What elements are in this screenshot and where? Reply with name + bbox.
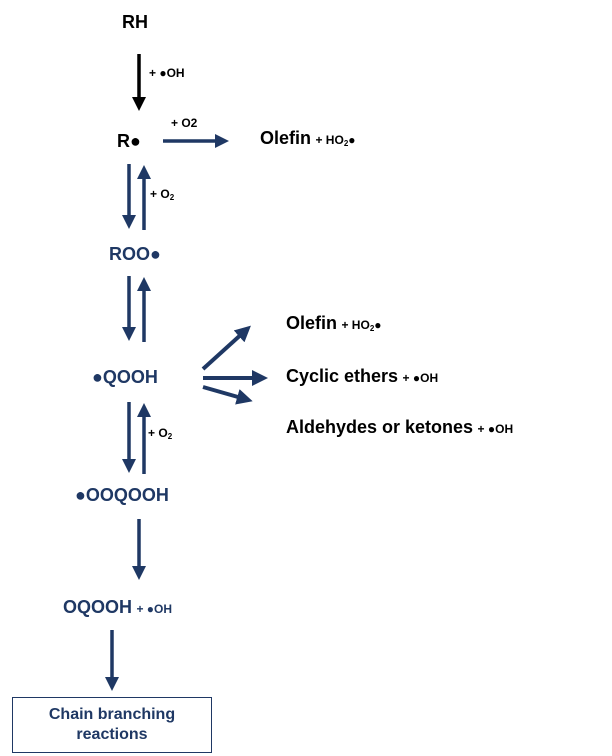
ho2-subscript: 2 bbox=[343, 139, 349, 148]
reagent-plus-o2-1: + O2 bbox=[150, 188, 174, 202]
ho2-dot: ● bbox=[374, 318, 382, 332]
species-r: R● bbox=[117, 131, 141, 151]
species-ooqooh: ●OOQOOH bbox=[75, 485, 169, 505]
chain-branching-box: Chain branching reactions bbox=[12, 697, 212, 753]
species-qooh: ●QOOH bbox=[92, 367, 158, 387]
product-olefin-right: Olefin + HO2● bbox=[286, 314, 382, 333]
plus-sign: + bbox=[150, 187, 158, 201]
chain-branching-line1: Chain branching bbox=[48, 706, 176, 723]
o2-subscript: 2 bbox=[169, 193, 175, 202]
reagent-plus-oh-1: + ●OH bbox=[149, 66, 185, 80]
product-cyclic-ethers: Cyclic ethers + ●OH bbox=[286, 367, 438, 386]
reagent-plus-o2-top: + O2 bbox=[171, 116, 198, 130]
oh-plus: + ●OH bbox=[136, 602, 173, 616]
reagent-plus-o2-2: + O2 bbox=[148, 427, 172, 441]
species-rh: RH bbox=[122, 12, 148, 32]
species-oqooh: OQOOH bbox=[63, 597, 133, 617]
ho2-plus: + HO bbox=[315, 133, 344, 147]
aldehydes-ketones-label: Aldehydes or ketones bbox=[286, 417, 474, 437]
chain-branching-line2: reactions bbox=[76, 726, 148, 743]
product-aldehydes-ketones: Aldehydes or ketones + ●OH bbox=[286, 418, 513, 437]
o2-o: O bbox=[160, 187, 170, 201]
product-olefin-top: Olefin + HO2● bbox=[260, 129, 356, 148]
o2-subscript: 2 bbox=[167, 432, 173, 441]
oh-plus: + ●OH bbox=[477, 422, 514, 436]
olefin-label: Olefin bbox=[260, 128, 312, 148]
olefin-label: Olefin bbox=[286, 313, 338, 333]
cyclic-ethers-label: Cyclic ethers bbox=[286, 366, 399, 386]
ho2-plus: + HO bbox=[341, 318, 370, 332]
species-roo: ROO● bbox=[109, 244, 161, 264]
oh-plus: + ●OH bbox=[402, 371, 439, 385]
arrow-qooh-to-olefin bbox=[201, 325, 251, 371]
o2-o: O bbox=[158, 426, 168, 440]
species-oqooh-group: OQOOH + ●OH bbox=[63, 598, 172, 617]
ho2-subscript: 2 bbox=[369, 324, 375, 333]
plus-sign: + bbox=[148, 426, 156, 440]
arrow-qooh-to-aldehydes bbox=[202, 385, 253, 405]
ho2-dot: ● bbox=[348, 133, 356, 147]
